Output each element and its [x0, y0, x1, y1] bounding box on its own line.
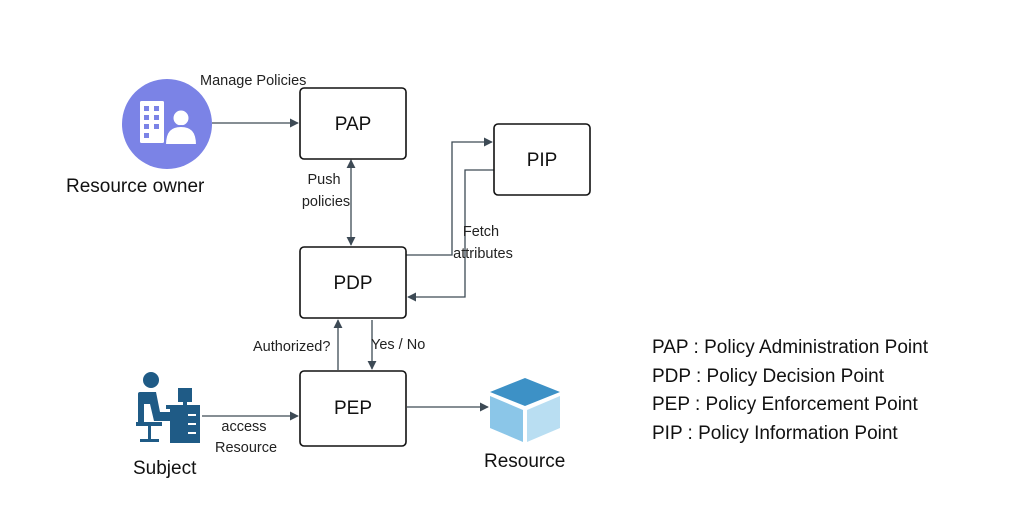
subject-label: Subject: [133, 458, 197, 479]
person-at-computer-icon: [136, 372, 200, 443]
resource-owner-label: Resource owner: [66, 176, 205, 197]
node-pdp-label: PDP: [333, 273, 372, 294]
node-pep-label: PEP: [334, 398, 372, 419]
label-fetch-attributes: Fetch attributes: [453, 224, 513, 262]
legend: PAP : Policy Administration Point PDP : …: [652, 334, 928, 448]
label-push-policies: Push policies: [302, 172, 350, 210]
resource-label: Resource: [484, 451, 565, 472]
building-person-icon: [122, 79, 212, 169]
node-pep: PEP: [299, 370, 407, 447]
label-yes-no: Yes / No: [371, 337, 425, 353]
legend-item-pap: PAP : Policy Administration Point: [652, 337, 928, 358]
edges: [202, 118, 494, 421]
label-access-resource: access Resource: [215, 419, 277, 456]
label-push-line1: Push: [307, 172, 340, 188]
label-access-line1: access: [221, 419, 266, 435]
legend-item-pip: PIP : Policy Information Point: [652, 422, 898, 444]
label-fetch-line1: Fetch: [463, 224, 499, 240]
node-pip-label: PIP: [527, 150, 558, 171]
label-authorized: Authorized?: [253, 339, 330, 355]
legend-item-pdp: PDP : Policy Decision Point: [652, 365, 884, 387]
label-push-line2: policies: [302, 194, 350, 210]
cube-icon: [490, 378, 560, 442]
legend-item-pep: PEP : Policy Enforcement Point: [652, 394, 918, 416]
node-pap: PAP: [299, 87, 407, 160]
label-manage-policies: Manage Policies: [200, 73, 306, 89]
node-pap-label: PAP: [335, 114, 372, 135]
node-pip: PIP: [493, 123, 591, 196]
label-fetch-line2: attributes: [453, 246, 513, 262]
edge-pip-to-pdp: [407, 169, 494, 302]
edge-pdp-to-pip: [406, 137, 493, 256]
node-pdp: PDP: [299, 246, 407, 319]
label-access-line2: Resource: [215, 440, 277, 456]
